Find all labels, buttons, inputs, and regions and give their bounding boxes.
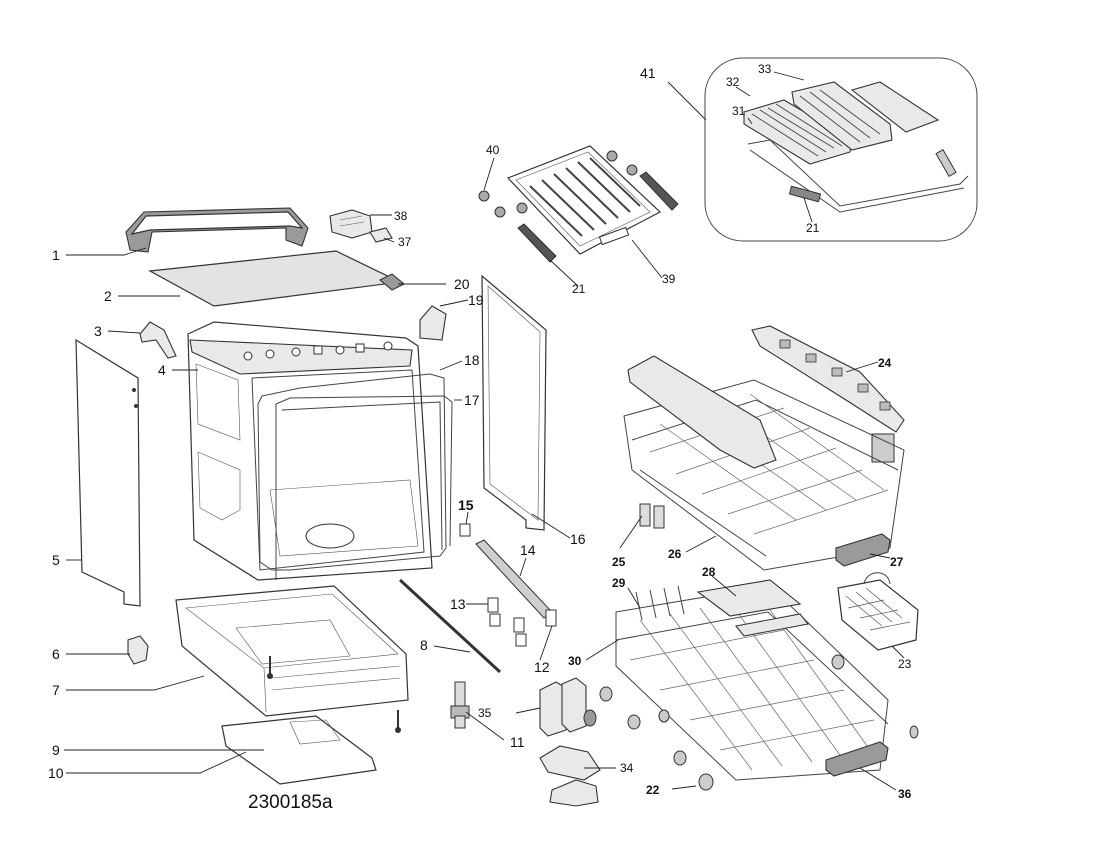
callout-19: 19	[468, 292, 484, 308]
part-top-trim	[125, 207, 309, 253]
part-handle-27	[835, 533, 891, 567]
part-tray-rails	[517, 171, 679, 263]
callout-20: 20	[454, 276, 470, 292]
callout-25: 25	[612, 555, 626, 569]
inset-box	[704, 57, 978, 242]
part-valve-6	[127, 635, 149, 665]
callout-41: 41	[640, 65, 656, 81]
part-clips-40	[478, 150, 638, 218]
callout-29: 29	[612, 576, 626, 590]
callout-9: 9	[52, 742, 60, 758]
callout-2: 2	[104, 288, 112, 304]
part-tub-body	[187, 321, 433, 581]
callout-15: 15	[458, 497, 474, 513]
callout-36: 36	[898, 787, 912, 801]
callout-labels: 1 2 3 4 5 6 7 8 9 10 11 12 13 14 15 16 1…	[48, 62, 912, 801]
callout-35: 35	[478, 706, 492, 720]
callout-12: 12	[534, 659, 550, 675]
part-spray-bracket-24	[751, 325, 905, 463]
callout-14: 14	[520, 542, 536, 558]
callout-13: 13	[450, 596, 466, 612]
part-seal-17	[275, 395, 453, 580]
callout-8: 8	[420, 637, 428, 653]
part-wheel-assembly-34	[539, 745, 601, 807]
part-basket-wheels-25	[639, 503, 665, 529]
part-upper-basket	[623, 355, 905, 571]
part-foot-11	[450, 681, 470, 729]
leader-lines	[64, 71, 905, 791]
callout-28: 28	[702, 565, 716, 579]
part-clip-15	[459, 523, 471, 537]
drawing-code: 2300185a	[248, 792, 333, 813]
callout-3: 3	[94, 323, 102, 339]
part-clip-12	[545, 609, 557, 627]
callout-7: 7	[52, 682, 60, 698]
callout-21-inset: 21	[806, 221, 820, 235]
part-seal-18	[257, 373, 447, 571]
callout-31: 31	[732, 104, 746, 118]
callout-24: 24	[878, 356, 892, 370]
part-rail-14	[475, 539, 553, 619]
part-bracket-19	[419, 305, 447, 341]
part-bracket-3	[139, 321, 177, 359]
callout-23: 23	[898, 657, 912, 671]
part-clip-37	[369, 227, 393, 243]
callout-32: 32	[726, 75, 740, 89]
callout-4: 4	[158, 362, 166, 378]
callout-37: 37	[398, 235, 412, 249]
callout-34: 34	[620, 761, 634, 775]
callout-16: 16	[570, 531, 586, 547]
part-lower-wheels	[599, 654, 919, 791]
part-cutlery-basket	[837, 572, 919, 651]
callout-22: 22	[646, 783, 660, 797]
callout-17: 17	[464, 392, 480, 408]
callout-21-tray: 21	[572, 282, 586, 296]
callout-26: 26	[668, 547, 682, 561]
part-wheel-assembly-35	[539, 677, 597, 737]
callout-5: 5	[52, 552, 60, 568]
part-top-plate	[148, 250, 403, 307]
callout-11: 11	[510, 734, 525, 750]
part-rod-8	[398, 578, 502, 674]
callout-6: 6	[52, 646, 60, 662]
part-lower-basket	[615, 579, 889, 781]
callout-40: 40	[486, 143, 500, 157]
part-cutlery-tray	[506, 145, 662, 255]
callout-39: 39	[662, 272, 676, 286]
part-base-frame	[175, 585, 409, 717]
part-clips-13	[487, 597, 527, 647]
part-side-panel-left	[75, 338, 141, 607]
part-side-panel-right	[481, 274, 547, 531]
callout-30: 30	[568, 654, 582, 668]
callout-18: 18	[464, 352, 480, 368]
callout-1: 1	[52, 247, 60, 263]
callout-10: 10	[48, 765, 64, 781]
callout-38: 38	[394, 209, 408, 223]
part-handle-36	[825, 741, 889, 777]
part-hinge-38	[329, 209, 373, 239]
callout-33: 33	[758, 62, 772, 76]
part-base-plate	[221, 715, 377, 785]
callout-27: 27	[890, 555, 904, 569]
